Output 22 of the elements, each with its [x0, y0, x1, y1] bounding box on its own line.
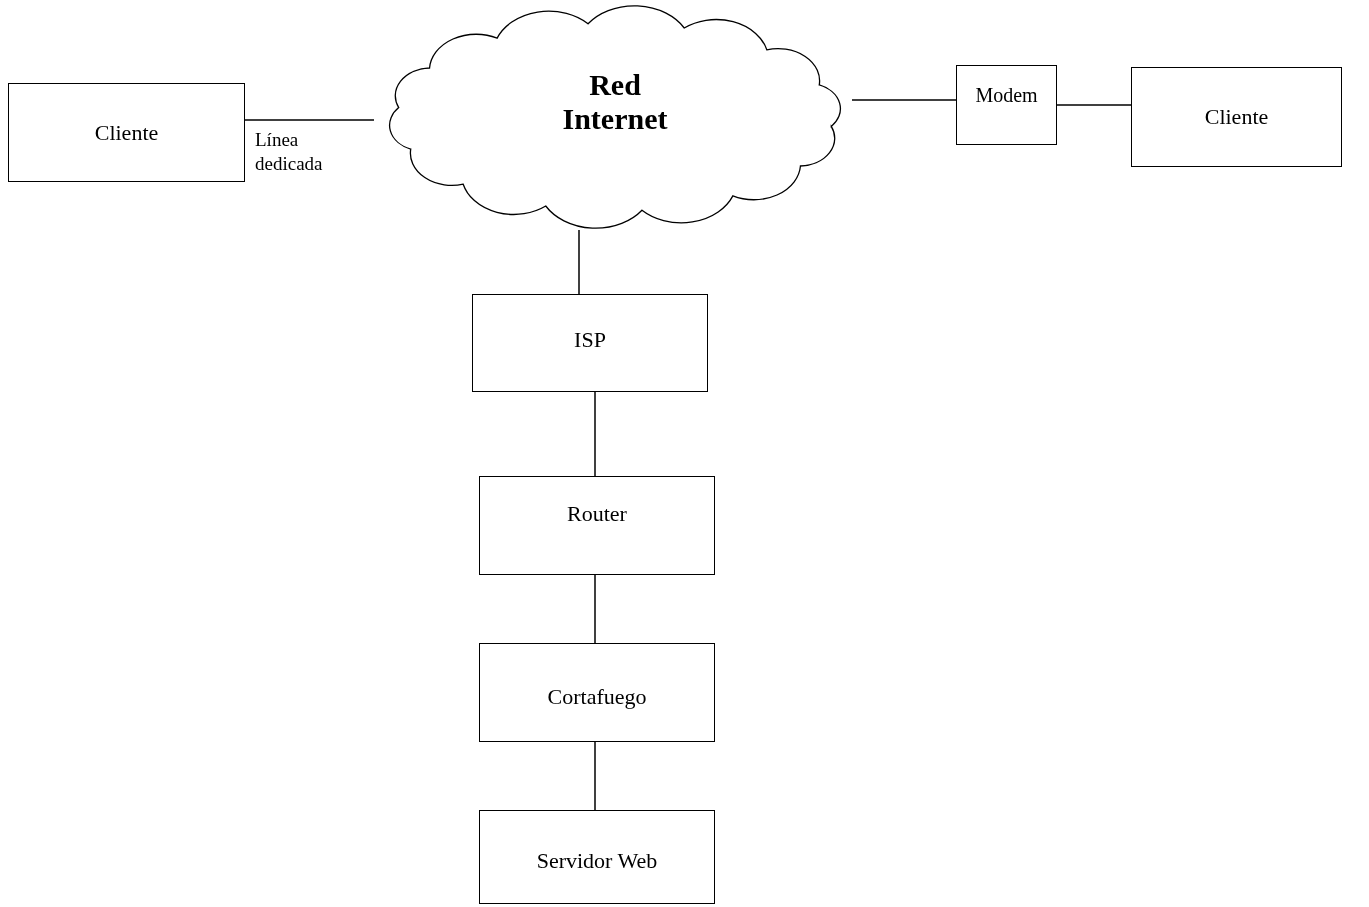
connector-line: [578, 229, 580, 295]
device-box: [479, 476, 715, 575]
connector-line: [1056, 104, 1132, 106]
connector-line: [594, 391, 596, 477]
device-label: ISP: [574, 327, 606, 353]
device-box: [479, 810, 715, 904]
device-label: Router: [567, 500, 627, 527]
connector-line: [594, 574, 596, 644]
connector-line: [851, 99, 957, 101]
device-label: Modem: [975, 83, 1038, 107]
device-label: Cliente: [94, 119, 159, 146]
device-label: Servidor Web: [536, 848, 658, 874]
device-box: [472, 294, 708, 392]
cloud-label: Red Internet: [561, 67, 669, 137]
device-label: Cortafuego: [547, 683, 647, 710]
device-box: [1131, 67, 1342, 167]
device-box: [956, 65, 1057, 145]
connector-line: [244, 119, 375, 121]
device-box: [479, 643, 715, 742]
connector-line: [594, 741, 596, 811]
device-label: Cliente: [1204, 104, 1269, 130]
device-box: [8, 83, 245, 182]
